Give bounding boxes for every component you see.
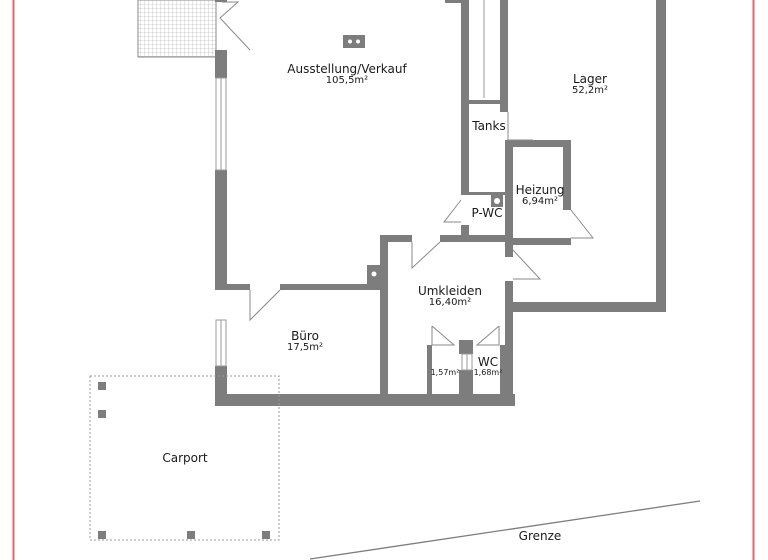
room-area: 1,68m² bbox=[473, 367, 503, 377]
room-area: 52,2m² bbox=[571, 84, 608, 96]
room-tanks: Tanks bbox=[469, 120, 509, 133]
ducts bbox=[343, 35, 503, 277]
terrace-hatch bbox=[137, 0, 217, 58]
room-name: P-WC bbox=[471, 206, 503, 220]
room-name: WC bbox=[477, 355, 499, 369]
room-umkleiden: Umkleiden 16,40m² bbox=[405, 285, 495, 308]
room-name: Büro bbox=[291, 329, 319, 343]
door-swings bbox=[249, 112, 595, 346]
carport-name: Carport bbox=[162, 451, 208, 465]
room-name: Umkleiden bbox=[417, 284, 483, 298]
windows bbox=[215, 77, 473, 371]
room-area: 105,5m² bbox=[325, 74, 369, 86]
room-name: Tanks bbox=[472, 119, 506, 133]
entrance-door bbox=[219, 1, 251, 51]
room-area: 17,5m² bbox=[286, 341, 323, 353]
room-name: Lager bbox=[573, 72, 607, 86]
room-area: 16,40m² bbox=[428, 296, 472, 308]
room-heizung: Heizung 6,94m² bbox=[510, 184, 570, 207]
room-area: 1,57m² bbox=[430, 368, 460, 377]
boundary-name: Grenze bbox=[518, 529, 562, 543]
room-buero: Büro 17,5m² bbox=[265, 330, 345, 353]
room-wc: WC 1,68m² bbox=[470, 356, 506, 377]
room-name: Heizung bbox=[515, 183, 565, 197]
room-pwc: P-WC bbox=[466, 207, 508, 220]
room-area: 6,94m² bbox=[521, 195, 558, 207]
room-name: Ausstellung/Verkauf bbox=[287, 62, 407, 76]
boundary-label: Grenze bbox=[505, 530, 575, 543]
boundary-line bbox=[309, 500, 701, 560]
room-ausstellung: Ausstellung/Verkauf 105,5m² bbox=[262, 63, 432, 86]
carport-posts bbox=[98, 382, 270, 539]
room-shower: 1,57m² bbox=[428, 368, 462, 377]
carport-label: Carport bbox=[145, 452, 225, 465]
carport-outline bbox=[89, 375, 280, 541]
room-lager: Lager 52,2m² bbox=[550, 73, 630, 96]
